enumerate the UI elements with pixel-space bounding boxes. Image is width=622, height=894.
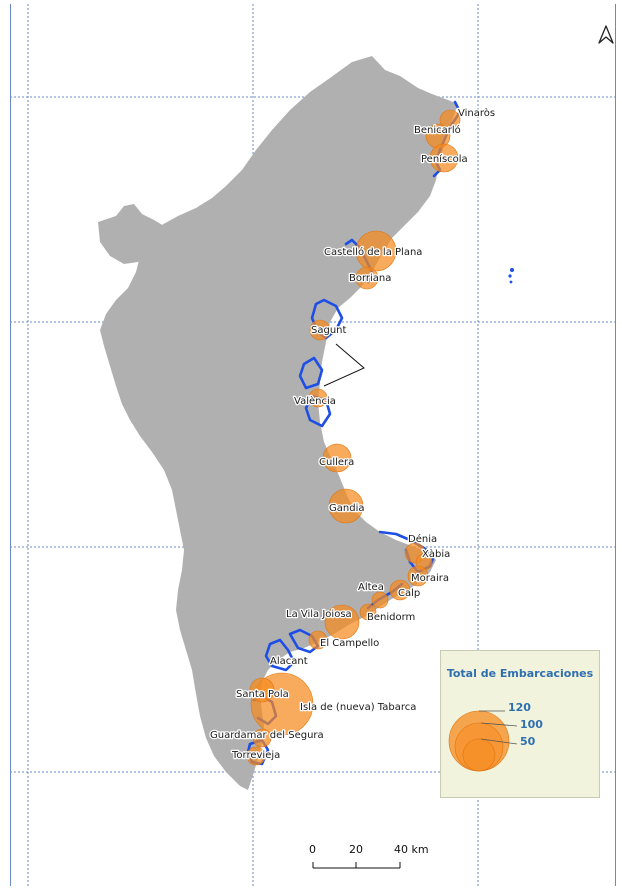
bubble-alacant-harbour[interactable] bbox=[249, 677, 275, 703]
bubble-benidorm[interactable] bbox=[359, 603, 377, 621]
label-campello: El Campello bbox=[320, 638, 379, 649]
label-castello: Castelló de la Plana bbox=[324, 246, 422, 258]
label-moraira: Moraira bbox=[411, 573, 449, 584]
legend-value-100: 100 bbox=[520, 718, 543, 731]
label-vinaros: Vinaròs bbox=[458, 107, 495, 119]
label-cullera: Cullera bbox=[319, 457, 354, 468]
legend-symbols bbox=[448, 710, 518, 772]
legend-value-50: 50 bbox=[520, 735, 536, 748]
bubble-borriana[interactable] bbox=[355, 266, 379, 290]
bubble-torrevieja[interactable] bbox=[246, 746, 266, 766]
bubble-altea[interactable] bbox=[371, 591, 389, 609]
scale-label-0: 0 bbox=[309, 843, 316, 856]
bubble-sagunt[interactable] bbox=[309, 319, 331, 341]
label-altea: Altea bbox=[358, 582, 384, 593]
bubble-cullera[interactable] bbox=[322, 443, 352, 473]
north-arrow-icon bbox=[598, 25, 614, 44]
label-guardamar: Guardamar del Segura bbox=[210, 730, 324, 741]
bubble-peniscola[interactable] bbox=[429, 143, 459, 173]
bubble-campello[interactable] bbox=[308, 630, 328, 650]
label-torrevieja: Torrevieja bbox=[231, 750, 280, 761]
label-benicarlo: Benicarló bbox=[414, 124, 461, 136]
label-calp: Calp bbox=[398, 588, 420, 599]
bubble-moraira[interactable] bbox=[407, 565, 429, 587]
label-santa-pola: Santa Pola bbox=[236, 689, 289, 700]
label-xabia: Xàbia bbox=[422, 548, 450, 560]
label-tabarca: Isla de (nueva) Tabarca bbox=[300, 702, 416, 713]
label-vila-joiosa: La Vila Joiosa bbox=[286, 609, 352, 620]
scale-label-20: 20 bbox=[349, 843, 363, 856]
port-outline bbox=[323, 343, 365, 387]
label-denia: Dénia bbox=[408, 533, 437, 545]
label-gandia: Gandia bbox=[329, 503, 364, 514]
label-alacant: Alacant bbox=[270, 656, 308, 667]
bubble-guardamar[interactable] bbox=[252, 728, 272, 748]
map-frame bbox=[10, 4, 616, 886]
land-exclave bbox=[98, 204, 164, 264]
label-valencia: València bbox=[294, 395, 336, 407]
label-peniscola: Peníscola bbox=[421, 153, 468, 165]
label-benidorm: Benidorm bbox=[367, 612, 415, 623]
bubble-gandia[interactable] bbox=[328, 488, 364, 524]
label-borriana: Borriana bbox=[349, 273, 391, 284]
bubbles bbox=[246, 109, 461, 766]
bubble-castello[interactable] bbox=[355, 230, 397, 272]
legend-bubble-50 bbox=[462, 738, 496, 772]
label-sagunt: Sagunt bbox=[311, 325, 346, 336]
place-labels: Vinaròs Benicarló Peníscola Castelló de … bbox=[209, 106, 497, 763]
legend-value-120: 120 bbox=[508, 701, 531, 714]
columbretes-islands bbox=[508, 268, 514, 284]
bubble-vila-joiosa[interactable] bbox=[324, 604, 360, 640]
scale-label-40km: 40 km bbox=[394, 843, 429, 856]
bubble-calp[interactable] bbox=[389, 579, 411, 601]
legend-panel: Total de Embarcaciones 120 100 50 bbox=[440, 650, 600, 798]
bubble-vinaros[interactable] bbox=[439, 109, 461, 131]
scale-bar: 0 20 40 km bbox=[309, 843, 429, 869]
bubble-valencia[interactable] bbox=[308, 388, 328, 408]
legend-title: Total de Embarcaciones bbox=[446, 667, 594, 680]
